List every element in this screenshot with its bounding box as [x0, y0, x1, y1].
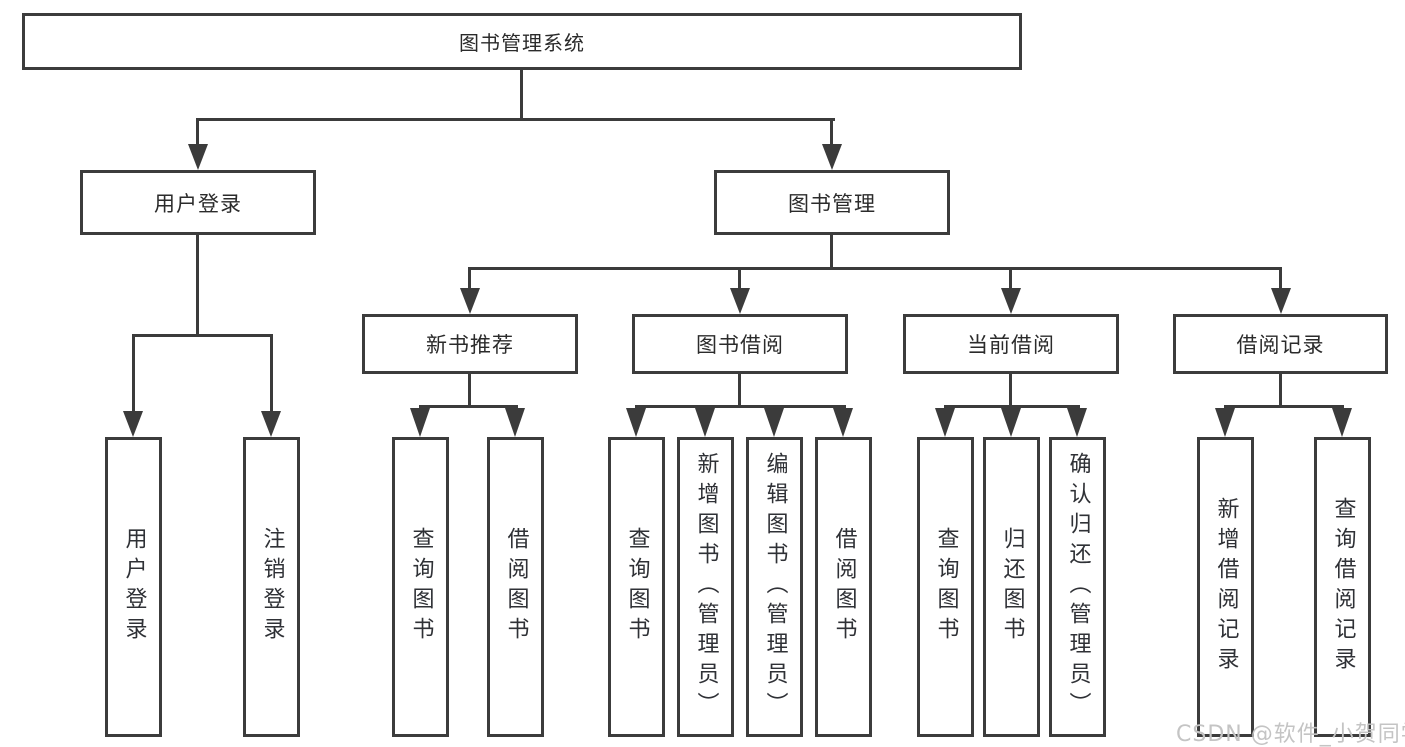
connector-drop-book-management [830, 118, 833, 148]
connector-new-book-stem [468, 374, 471, 407]
connector-drop-module [738, 267, 741, 291]
arrow-down-icon [1332, 408, 1352, 437]
node-book-borrowing: 图书借阅 [632, 314, 848, 374]
leaf-confirm-return-admin: 确认归还（管理员） [1049, 437, 1106, 737]
node-library-management-system: 图书管理系统 [22, 13, 1022, 70]
arrow-down-icon [764, 408, 784, 437]
node-new-book-recommend: 新书推荐 [362, 314, 578, 374]
node-label: 新增借阅记录 [1213, 497, 1239, 677]
node-label: 用户登录 [121, 527, 147, 647]
connector-records-stem [1279, 374, 1282, 407]
connector-new-book-rail [419, 405, 518, 408]
connector-book-mgmt-rail [468, 267, 1282, 270]
arrow-down-icon [1271, 288, 1291, 314]
connector-root-rail [196, 118, 835, 121]
node-label: 编辑图书（管理员） [762, 452, 788, 722]
leaf-logout: 注销登录 [243, 437, 300, 737]
arrow-down-icon [1001, 288, 1021, 314]
arrow-down-icon [833, 408, 853, 437]
csdn-watermark: CSDN @软件_小贺同学 [1176, 722, 1405, 747]
node-label: 借阅图书 [831, 527, 857, 647]
node-label: 注销登录 [259, 527, 285, 647]
arrow-down-icon [1215, 408, 1235, 437]
leaf-add-borrow-record: 新增借阅记录 [1197, 437, 1254, 737]
node-label: 借阅记录 [1236, 333, 1325, 357]
arrow-down-icon [505, 408, 525, 437]
arrow-down-icon [460, 288, 480, 314]
node-label: 用户登录 [154, 191, 242, 216]
leaf-borrow-books-borrowing: 借阅图书 [815, 437, 872, 737]
arrow-down-icon [822, 144, 842, 170]
node-label: 确认归还（管理员） [1065, 452, 1091, 722]
connector-user-login-stem [196, 235, 199, 336]
node-label: 查询图书 [408, 527, 434, 647]
node-book-management: 图书管理 [714, 170, 950, 235]
connector-drop-module [1279, 267, 1282, 291]
node-current-borrowing: 当前借阅 [903, 314, 1119, 374]
arrow-down-icon [410, 408, 430, 437]
connector-current-borrow-rail [944, 405, 1080, 408]
node-label: 当前借阅 [967, 333, 1055, 357]
node-label: 借阅图书 [503, 527, 529, 647]
node-label: 查询借阅记录 [1330, 497, 1356, 677]
connector-drop-leaf [270, 334, 273, 414]
leaf-query-books-current: 查询图书 [917, 437, 974, 737]
arrow-down-icon [123, 411, 143, 437]
node-user-login: 用户登录 [80, 170, 316, 235]
leaf-borrow-books-recommend: 借阅图书 [487, 437, 544, 737]
connector-drop-module [1009, 267, 1012, 291]
arrow-down-icon [1001, 408, 1021, 437]
arrow-down-icon [730, 288, 750, 314]
node-label: 查询图书 [624, 527, 650, 647]
connector-user-login-rail [132, 334, 273, 337]
arrow-down-icon [261, 411, 281, 437]
node-label: 新增图书（管理员） [693, 452, 719, 722]
node-label: 归还图书 [999, 527, 1025, 647]
connector-drop-user-login [196, 118, 199, 148]
node-label: 图书管理系统 [459, 31, 585, 55]
arrow-down-icon [1067, 408, 1087, 437]
node-label: 新书推荐 [426, 333, 514, 357]
connector-current-borrow-stem [1009, 374, 1012, 407]
leaf-user-login: 用户登录 [105, 437, 162, 737]
leaf-return-books: 归还图书 [983, 437, 1040, 737]
connector-drop-module [468, 267, 471, 291]
leaf-query-borrow-record: 查询借阅记录 [1314, 437, 1371, 737]
node-label: 图书借阅 [696, 333, 784, 357]
arrow-down-icon [626, 408, 646, 437]
connector-book-borrow-stem [738, 374, 741, 407]
leaf-add-books-admin: 新增图书（管理员） [677, 437, 734, 737]
arrow-down-icon [935, 408, 955, 437]
leaf-query-books-recommend: 查询图书 [392, 437, 449, 737]
leaf-edit-books-admin: 编辑图书（管理员） [746, 437, 803, 737]
leaf-query-books-borrowing: 查询图书 [608, 437, 665, 737]
node-borrowing-records: 借阅记录 [1173, 314, 1388, 374]
connector-drop-leaf [132, 334, 135, 414]
arrow-down-icon [695, 408, 715, 437]
connector-root-stem [520, 70, 523, 121]
connector-book-mgmt-stem [830, 235, 833, 270]
connector-book-borrow-rail [635, 405, 846, 408]
node-label: 图书管理 [788, 191, 876, 216]
connector-records-rail [1224, 405, 1344, 408]
node-label: 查询图书 [933, 527, 959, 647]
arrow-down-icon [188, 144, 208, 170]
